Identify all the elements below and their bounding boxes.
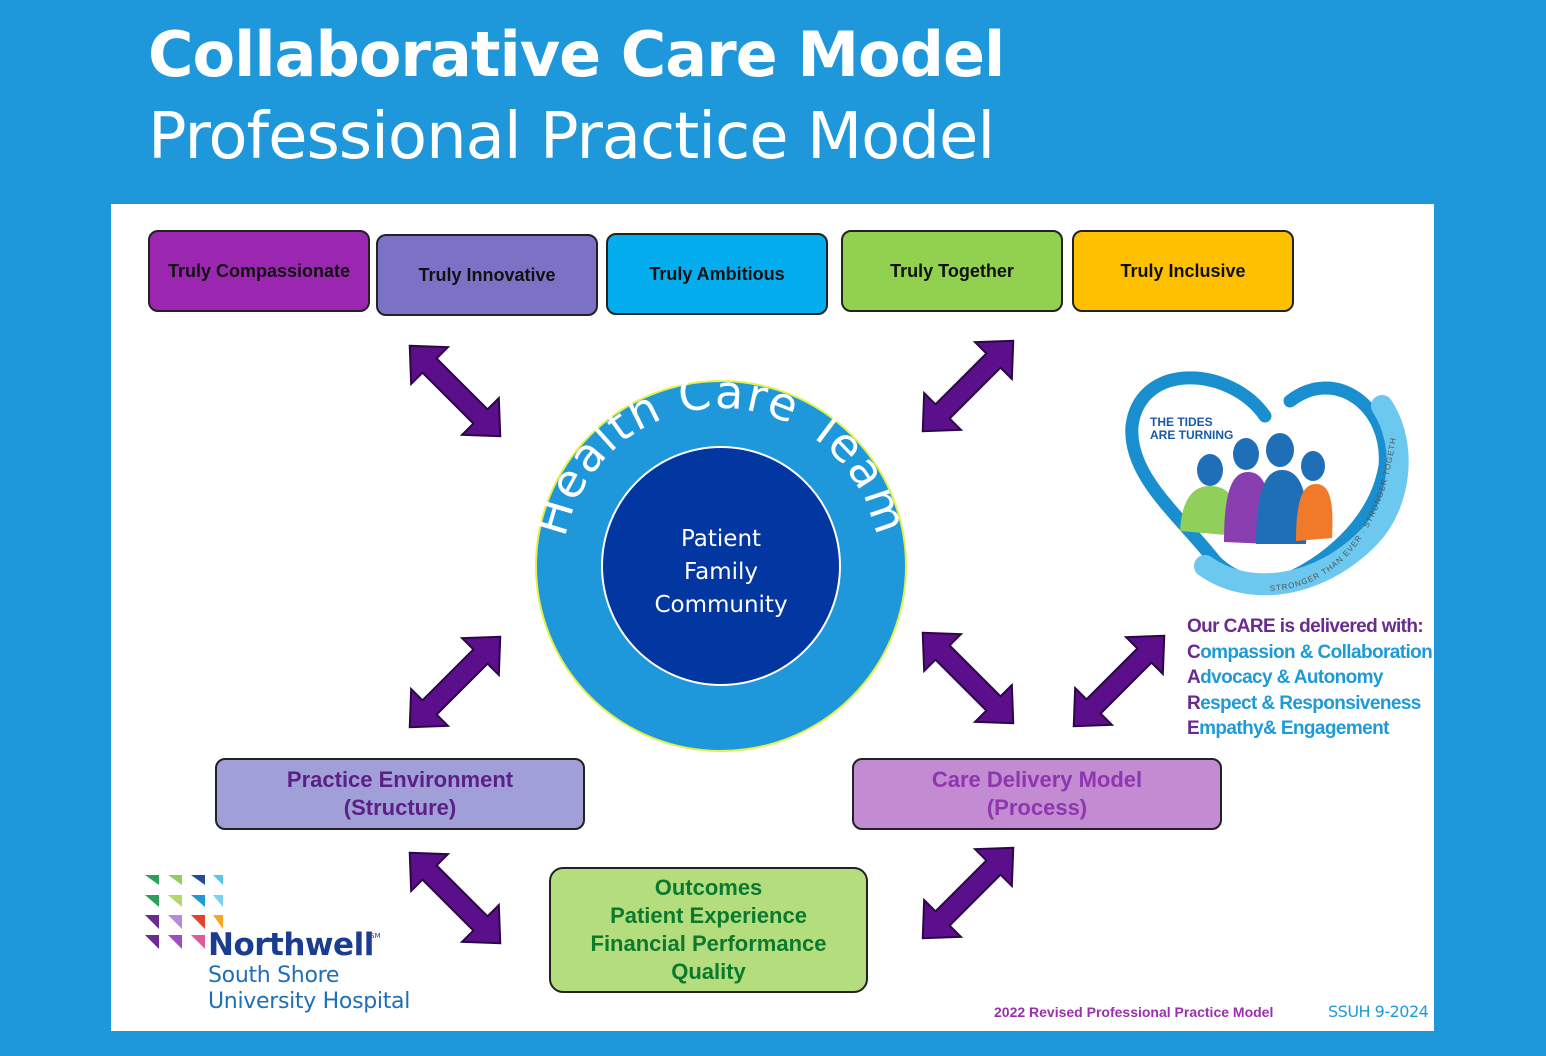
care-delivery-sublabel: (Process): [986, 795, 1088, 820]
value-label: Truly Inclusive: [1120, 260, 1246, 281]
arrow-top-left: [390, 326, 520, 456]
center-line-patient: Patient: [680, 525, 762, 552]
arrow-bottom-left: [390, 833, 520, 963]
care-item-c: Compassion & Collaboration: [1187, 641, 1433, 663]
northwell-mark-icon: [145, 875, 223, 949]
value-box-ambitious: Truly Ambitious: [606, 233, 828, 315]
arrow-bottom-right: [903, 828, 1033, 958]
care-acronym-list: Our CARE is delivered with: Compassion &…: [1187, 614, 1433, 742]
value-box-innovative: Truly Innovative: [376, 234, 598, 316]
care-delivery-box: Care Delivery Model (Process): [852, 758, 1222, 830]
outcomes-quality: Quality: [671, 959, 746, 984]
value-label: Truly Together: [890, 260, 1014, 281]
practice-environment-sublabel: (Structure): [343, 795, 457, 820]
arrow-top-right: [903, 321, 1033, 451]
logo-line2: University Hospital: [208, 989, 411, 1014]
logo-servicemark: SM: [370, 932, 381, 940]
logo-line1: South Shore: [208, 963, 340, 988]
practice-environment-box: Practice Environment (Structure): [215, 758, 585, 830]
badge-text-line1: THE TIDES: [1150, 415, 1213, 429]
arrow-mid-left: [390, 617, 520, 747]
wave-icon: [1194, 395, 1409, 596]
value-label: Truly Innovative: [418, 264, 556, 285]
care-delivery-label: Care Delivery Model: [931, 767, 1143, 792]
logo-name: Northwell: [208, 927, 374, 963]
page-subtitle: Professional Practice Model: [148, 100, 995, 174]
value-box-inclusive: Truly Inclusive: [1072, 230, 1294, 312]
value-label: Truly Compassionate: [167, 260, 351, 281]
value-box-compassionate: Truly Compassionate: [148, 230, 370, 312]
care-item-e: Empathy& Engagement: [1187, 718, 1389, 739]
care-item-a: Advocacy & Autonomy: [1187, 667, 1383, 688]
tides-badge: THE TIDES ARE TURNING STRONGER THAN EVER…: [1120, 366, 1409, 596]
arrow-care-list: [1054, 616, 1184, 746]
care-item-r: Respect & Responsiveness: [1187, 692, 1421, 714]
outcomes-title: Outcomes: [654, 875, 763, 900]
team-silhouettes-icon: [1180, 433, 1333, 544]
outcomes-box: Outcomes Patient Experience Financial Pe…: [549, 867, 868, 993]
care-heading: Our CARE is delivered with:: [1187, 616, 1424, 637]
footer-code: SSUH 9-2024: [1328, 1002, 1429, 1021]
outcomes-financial-performance: Financial Performance: [590, 931, 827, 956]
center-line-community: Community: [654, 591, 788, 618]
arrow-mid-right: [903, 613, 1033, 743]
footer-note: 2022 Revised Professional Practice Model: [994, 1004, 1274, 1020]
outcomes-patient-experience: Patient Experience: [610, 903, 807, 928]
value-box-together: Truly Together: [841, 230, 1063, 312]
patient-family-community-core: Patient Family Community: [601, 446, 841, 686]
practice-environment-label: Practice Environment: [286, 767, 514, 792]
center-line-family: Family: [683, 558, 758, 585]
page-title: Collaborative Care Model: [148, 18, 1005, 91]
badge-text-line2: ARE TURNING: [1150, 428, 1233, 442]
value-label: Truly Ambitious: [649, 263, 785, 284]
